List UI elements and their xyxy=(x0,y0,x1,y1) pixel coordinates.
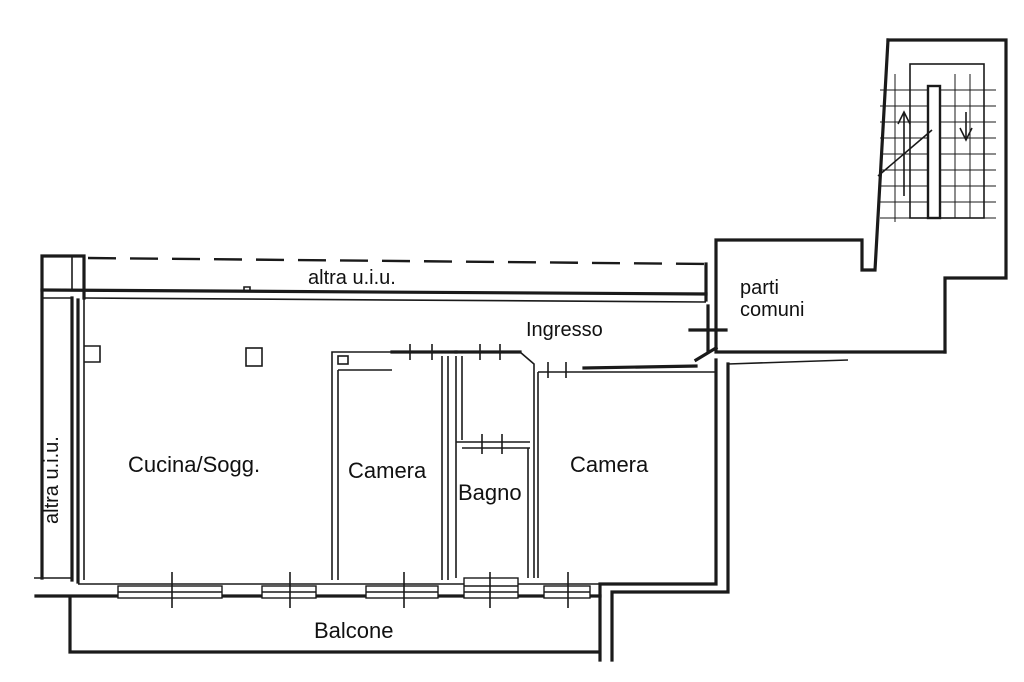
room-label-camera-right: Camera xyxy=(570,452,649,477)
door-markers xyxy=(409,304,728,454)
staircase xyxy=(714,38,1008,354)
room-label-bagno: Bagno xyxy=(458,480,522,505)
stair-well xyxy=(926,84,942,220)
chimney-flue xyxy=(245,347,263,367)
stair-down-arrow-icon xyxy=(959,112,973,142)
neighbor-left-label: altra u.i.u. xyxy=(41,436,63,524)
stair-up-arrow-icon xyxy=(897,110,911,196)
window-bagno xyxy=(463,577,519,599)
balcony xyxy=(68,596,600,654)
balcony-windows xyxy=(117,572,591,608)
room-label-camera-left: Camera xyxy=(348,458,427,483)
neighbor-top-zone xyxy=(40,256,708,303)
interior-partitions xyxy=(331,350,716,580)
entrance-door xyxy=(688,304,728,363)
neighbor-left-zone xyxy=(34,254,86,582)
common-areas-label-line1: parti xyxy=(740,277,779,299)
room-label-ingresso: Ingresso xyxy=(526,319,603,341)
room-label-cucina: Cucina/Sogg. xyxy=(128,452,260,477)
neighbor-top-label: altra u.i.u. xyxy=(308,267,396,289)
common-areas-label-line2: comuni xyxy=(740,299,804,321)
room-label-balcone: Balcone xyxy=(314,618,394,643)
